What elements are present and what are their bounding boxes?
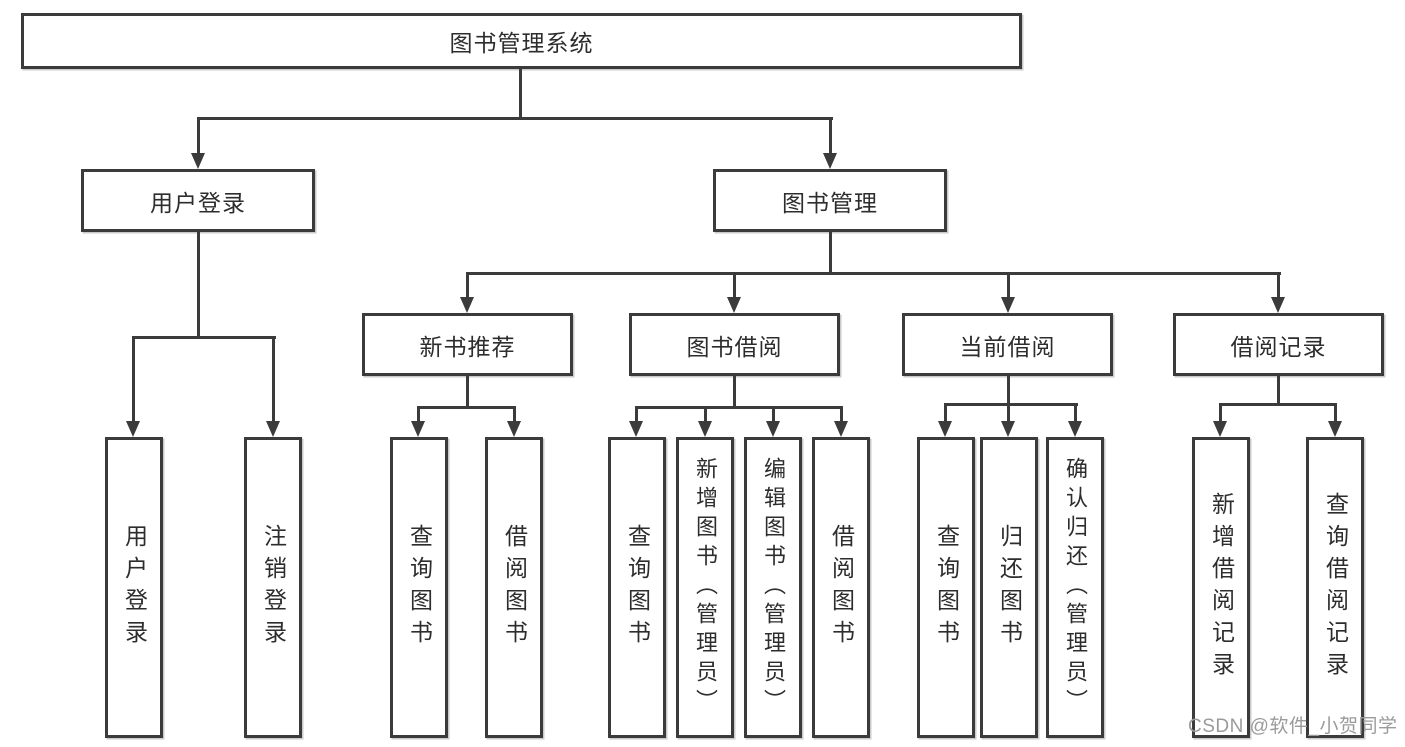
- edge-user-login-shaft: [197, 117, 200, 154]
- node-borrow-records: 借阅记录: [1173, 313, 1384, 376]
- node-book-borrow: 图书借阅: [629, 313, 840, 376]
- edge-current-borrow-stem: [1007, 376, 1010, 406]
- node-user-login: 用户登录: [81, 169, 315, 232]
- edge-shaft: [1277, 272, 1280, 298]
- edge-shaft: [132, 336, 135, 422]
- edge-shaft: [272, 336, 275, 422]
- edge-borrow-records-rail: [1219, 403, 1337, 406]
- watermark: CSDN @软件_小贺同学: [1188, 716, 1398, 737]
- arrowhead-icon: [938, 421, 952, 437]
- arrowhead-icon: [460, 297, 474, 313]
- arrowhead-icon: [766, 421, 780, 437]
- edge-book-mgmt-stem: [829, 232, 832, 275]
- arrowhead-icon: [823, 153, 837, 169]
- arrowhead-icon: [507, 421, 521, 437]
- edge-root-stem: [519, 69, 522, 119]
- edge-shaft: [466, 272, 469, 298]
- edge-book-mgmt-shaft: [829, 117, 832, 154]
- edge-user-login-rail: [132, 336, 276, 339]
- edge-user-login-stem: [197, 232, 200, 339]
- arrowhead-icon: [1068, 421, 1082, 437]
- node-book-management: 图书管理: [713, 169, 947, 232]
- edge-shaft: [772, 406, 775, 422]
- node-new-book-recommend: 新书推荐: [362, 313, 573, 376]
- arrowhead-icon: [727, 297, 741, 313]
- arrowhead-icon: [411, 421, 425, 437]
- arrowhead-icon: [698, 421, 712, 437]
- edge-level2-rail: [466, 272, 1281, 275]
- edge-shaft: [1007, 272, 1010, 298]
- edge-level1-rail: [197, 117, 833, 120]
- edge-shaft: [704, 406, 707, 422]
- edge-new-books-stem: [466, 376, 469, 409]
- edge-book-borrow-rail: [635, 406, 843, 409]
- arrowhead-icon: [1001, 297, 1015, 313]
- leaf-confirm-return-admin: 确认归还（管理员）: [1046, 437, 1104, 738]
- leaf-return-book: 归还图书: [980, 437, 1038, 738]
- arrowhead-icon: [1271, 297, 1285, 313]
- arrowhead-icon: [1001, 421, 1015, 437]
- node-current-borrow: 当前借阅: [902, 313, 1113, 376]
- arrowhead-icon: [629, 421, 643, 437]
- edge-shaft: [635, 406, 638, 422]
- leaf-query-books-new: 查询图书: [390, 437, 448, 738]
- leaf-borrow-books-new: 借阅图书: [485, 437, 543, 738]
- leaf-add-book-admin: 新增图书（管理员）: [676, 437, 734, 738]
- edge-book-borrow-stem: [733, 376, 736, 409]
- leaf-add-borrow-record: 新增借阅记录: [1192, 437, 1250, 738]
- leaf-user-login: 用户登录: [105, 437, 163, 738]
- leaf-query-borrow-record: 查询借阅记录: [1306, 437, 1364, 738]
- edge-shaft: [733, 272, 736, 298]
- arrowhead-icon: [834, 421, 848, 437]
- node-root: 图书管理系统: [21, 13, 1022, 69]
- arrowhead-icon: [266, 421, 280, 437]
- edge-shaft: [1219, 403, 1222, 422]
- arrowhead-icon: [191, 153, 205, 169]
- edge-shaft: [1074, 403, 1077, 422]
- edge-current-borrow-rail: [944, 403, 1078, 406]
- edge-shaft: [1007, 403, 1010, 422]
- leaf-query-books-current: 查询图书: [917, 437, 975, 738]
- edge-shaft: [1334, 403, 1337, 422]
- leaf-logout: 注销登录: [244, 437, 302, 738]
- arrowhead-icon: [1213, 421, 1227, 437]
- edge-borrow-records-stem: [1277, 376, 1280, 406]
- edge-new-books-rail: [417, 406, 516, 409]
- leaf-query-books-borrow: 查询图书: [608, 437, 666, 738]
- edge-shaft: [417, 406, 420, 422]
- edge-shaft: [840, 406, 843, 422]
- leaf-borrow-books: 借阅图书: [812, 437, 870, 738]
- leaf-edit-book-admin: 编辑图书（管理员）: [744, 437, 802, 738]
- arrowhead-icon: [1328, 421, 1342, 437]
- edge-shaft: [944, 403, 947, 422]
- edge-shaft: [513, 406, 516, 422]
- arrowhead-icon: [126, 421, 140, 437]
